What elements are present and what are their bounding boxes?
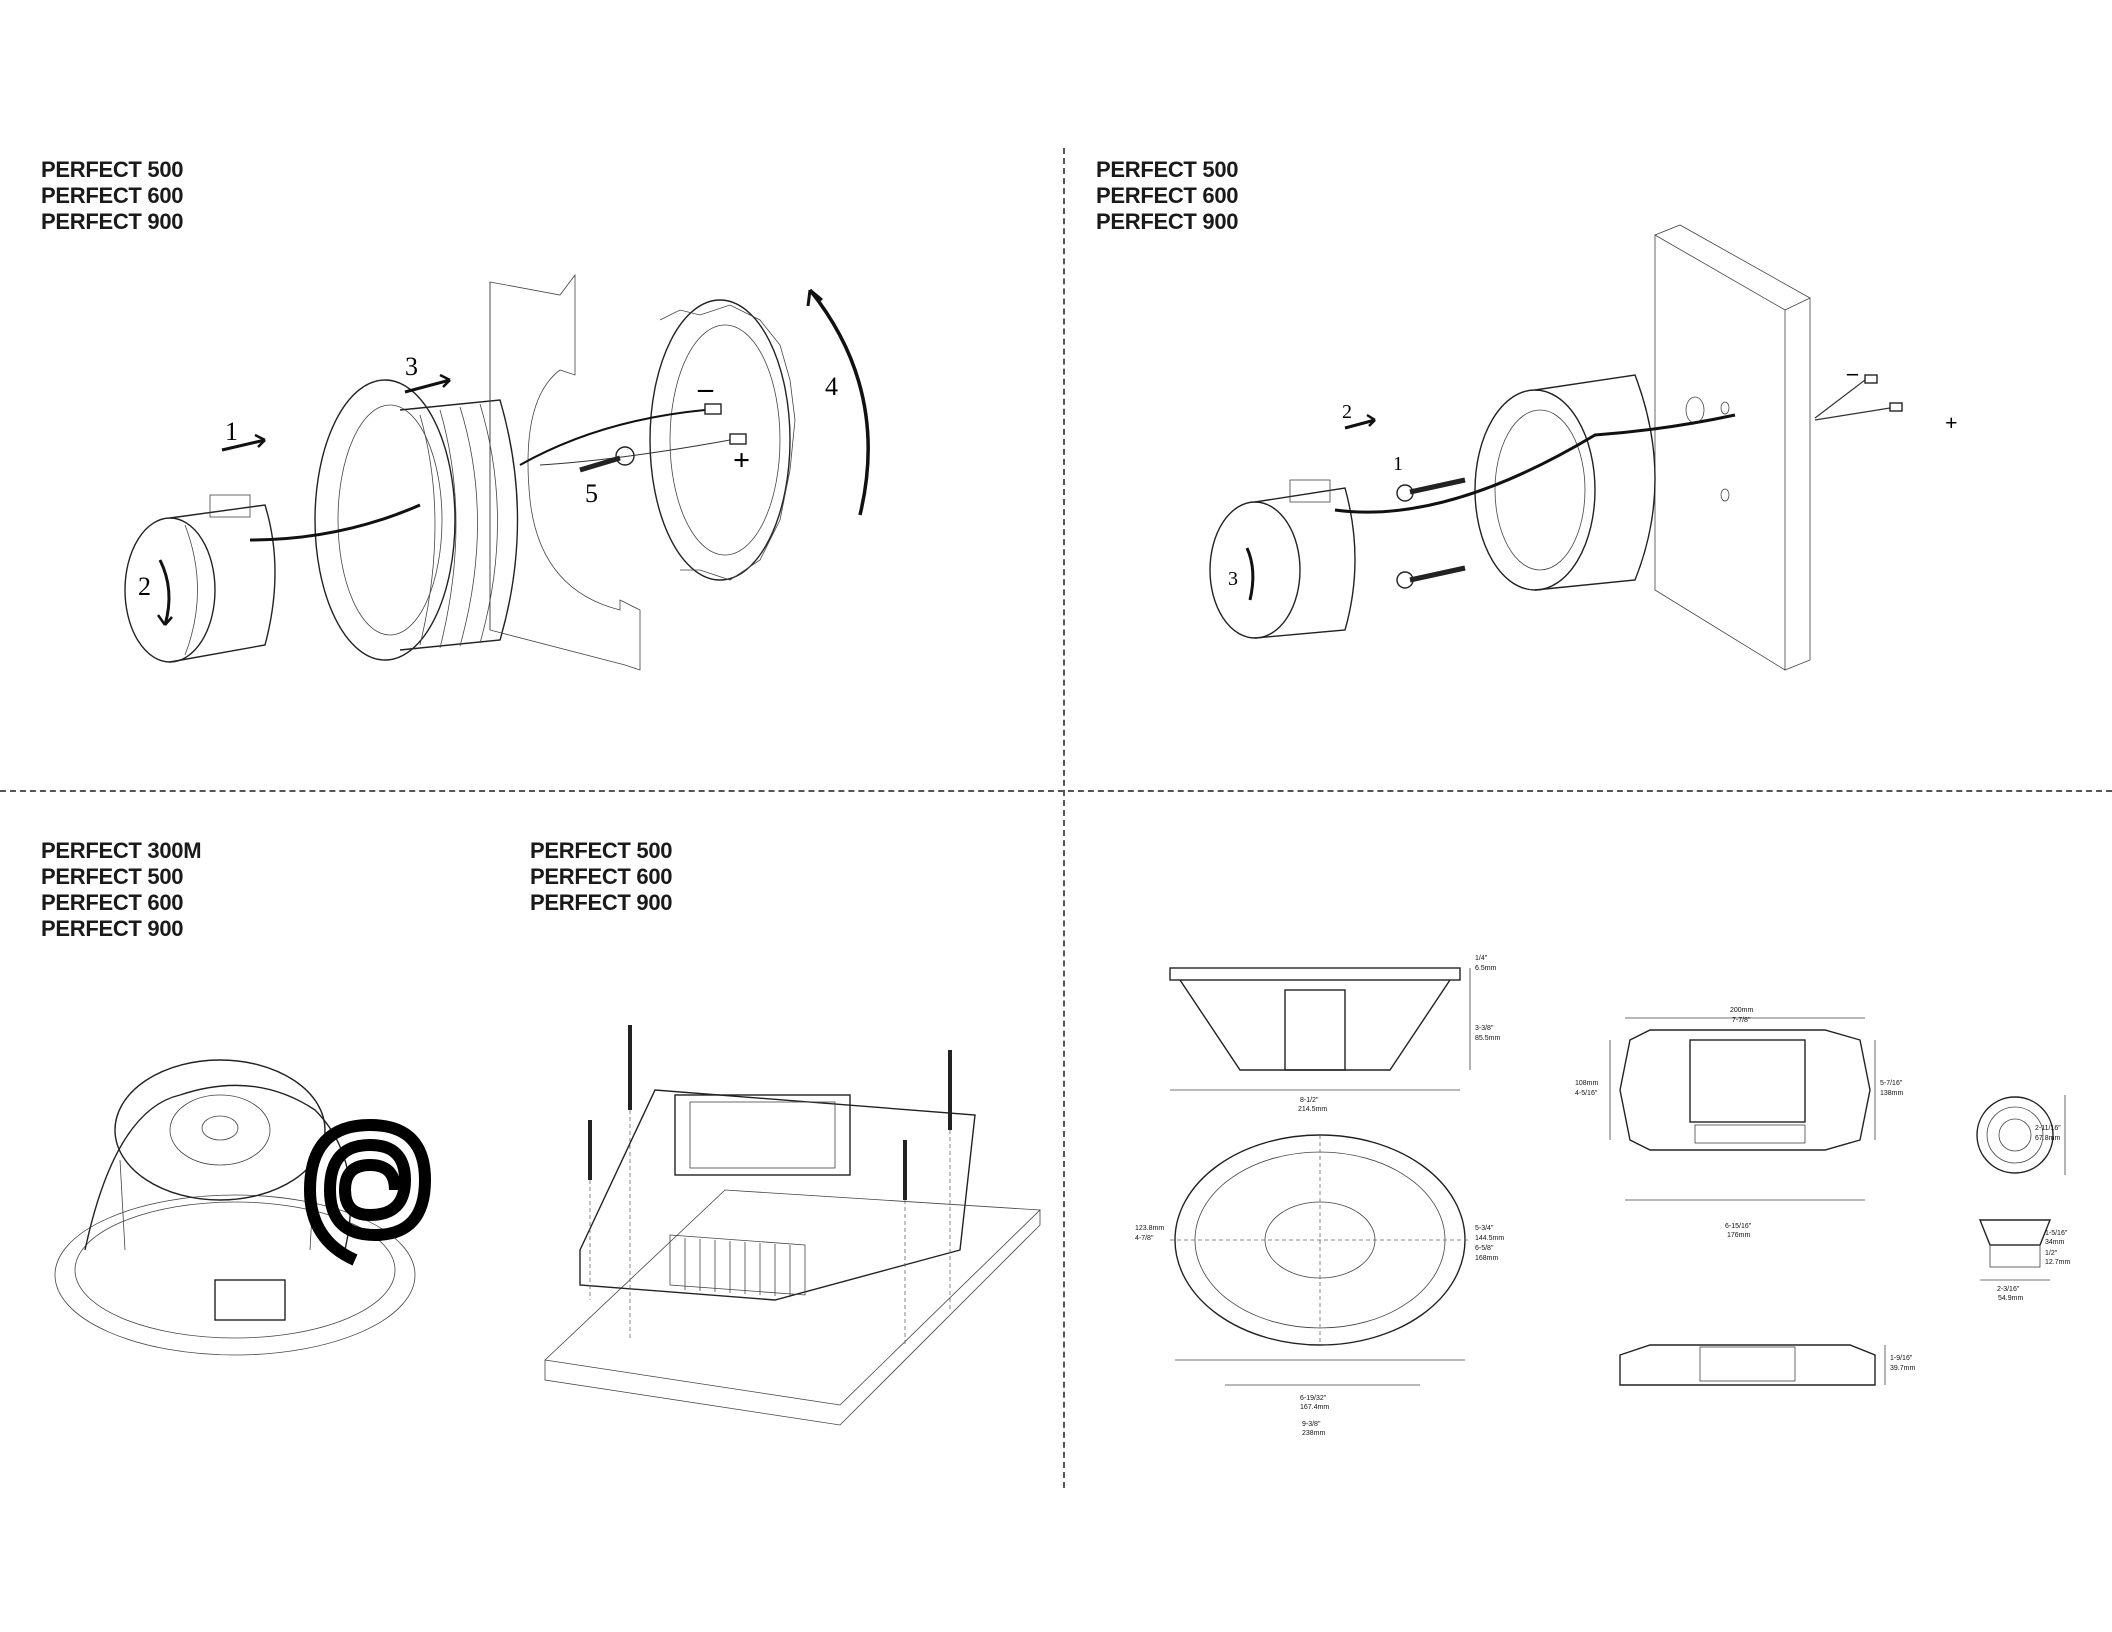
dimension-label: 8-1/2" <box>1300 1097 1319 1104</box>
speaker-side-view <box>1169 967 1471 1091</box>
dimension-label: 1/4" <box>1475 955 1488 962</box>
dimension-label: 123.8mm <box>1135 1225 1164 1232</box>
vertical-divider <box>1063 148 1065 1488</box>
model-name: PERFECT 900 <box>1096 209 1239 234</box>
step-number: 1 <box>1393 453 1403 475</box>
dimension-label: 6-15/16" <box>1725 1223 1752 1230</box>
model-list-top-left: PERFECT 500 PERFECT 600 PERFECT 900 <box>41 157 184 235</box>
dimension-label: 176mm <box>1727 1232 1751 1239</box>
negative-terminal-label: – <box>1846 360 1859 385</box>
spiral-icon <box>303 1118 432 1266</box>
model-name: PERFECT 500 <box>41 157 184 182</box>
step-number: 5 <box>585 479 598 508</box>
dimension-label: 54.9mm <box>1998 1295 2023 1302</box>
model-name: PERFECT 900 <box>41 916 184 941</box>
dimension-label: 7-7/8" <box>1732 1017 1751 1024</box>
surface-mount-diagram: 1 2 3 – + <box>1209 224 1958 671</box>
dimension-label: 3-3/8" <box>1475 1025 1494 1032</box>
model-name: PERFECT 500 <box>1096 157 1239 182</box>
model-name: PERFECT 900 <box>41 209 184 234</box>
model-name: PERFECT 500 <box>41 864 184 889</box>
speaker-mounting-diagram <box>54 1059 432 1356</box>
screw-illustration <box>579 446 635 473</box>
model-name: PERFECT 600 <box>530 864 673 889</box>
model-name: PERFECT 500 <box>530 838 673 863</box>
threaded-sleeve-illustration <box>314 379 519 661</box>
flush-mount-diagram: 1 2 3 4 5 – + <box>124 273 870 671</box>
dimension-label: 138mm <box>1880 1090 1904 1097</box>
dimension-label: 1/2" <box>2045 1250 2058 1257</box>
dimension-label: 39.7mm <box>1890 1365 1915 1372</box>
dimension-label: 6-5/8" <box>1475 1245 1494 1252</box>
dimension-label: 214.5mm <box>1298 1106 1327 1113</box>
screw-illustration <box>1396 565 1466 589</box>
positive-terminal-label: + <box>733 444 750 477</box>
step-number: 3 <box>405 352 418 381</box>
model-list-top-right: PERFECT 500 PERFECT 600 PERFECT 900 <box>1096 157 1239 235</box>
model-name: PERFECT 600 <box>1096 183 1239 208</box>
dimension-label: 2-3/16" <box>1997 1286 2020 1293</box>
negative-terminal-label: – <box>697 372 714 405</box>
lock-ring-illustration <box>649 299 796 581</box>
tweeter-illustration <box>124 494 276 663</box>
dimension-label: 1-5/16" <box>2045 1230 2068 1237</box>
model-name: PERFECT 900 <box>530 890 673 915</box>
dimension-label: 2-11/16" <box>2035 1125 2061 1132</box>
dimension-label: 9-3/8" <box>1302 1421 1321 1428</box>
crossover-side-view <box>1619 1344 1886 1386</box>
step-number: 4 <box>825 372 838 401</box>
step-number: 3 <box>1228 568 1238 590</box>
dimension-label: 5-3/4" <box>1475 1225 1494 1232</box>
dimension-label: 6-19/32" <box>1300 1395 1327 1402</box>
mounting-wall-illustration <box>1654 224 1811 671</box>
dimension-label: 6.5mm <box>1475 965 1497 972</box>
speaker-front-view <box>1170 1134 1470 1386</box>
dimension-label: 67.8mm <box>2035 1135 2060 1142</box>
dimension-label: 200mm <box>1730 1007 1754 1014</box>
tweeter-illustration <box>1209 479 1356 639</box>
tweeter-front-view <box>1976 1095 2066 1175</box>
model-name: PERFECT 600 <box>41 183 184 208</box>
step-number: 2 <box>1342 401 1352 423</box>
tweeter-side-view <box>1978 1219 2052 1281</box>
dimension-label: 1-9/16" <box>1890 1355 1913 1362</box>
dimension-label: 4-7/8" <box>1135 1235 1154 1242</box>
dimension-label: 144.5mm <box>1475 1235 1504 1242</box>
step-number: 2 <box>138 572 151 601</box>
model-name: PERFECT 300M <box>41 838 202 863</box>
speaker-illustration <box>54 1059 416 1356</box>
crossover-top-view <box>1609 1017 1876 1201</box>
dimension-label: 4-5/16" <box>1575 1090 1598 1097</box>
dimension-label: 108mm <box>1575 1080 1599 1087</box>
mounting-panel-illustration <box>489 273 641 671</box>
screw-illustration <box>1396 477 1466 502</box>
model-list-speaker: PERFECT 300M PERFECT 500 PERFECT 600 PER… <box>41 838 202 942</box>
mounting-board-illustration <box>544 1189 1041 1426</box>
dimension-label: 168mm <box>1475 1255 1499 1262</box>
dimension-label: 167.4mm <box>1300 1404 1329 1411</box>
horizontal-divider <box>0 790 2112 792</box>
step-number: 1 <box>225 417 238 446</box>
positive-terminal-label: + <box>1945 410 1958 435</box>
model-name: PERFECT 600 <box>41 890 184 915</box>
surface-cup-illustration <box>1474 374 1656 591</box>
dimension-label: 85.5mm <box>1475 1035 1500 1042</box>
dimension-label: 5-7/16" <box>1880 1080 1903 1087</box>
crossover-illustration <box>579 1089 976 1301</box>
dimension-drawings: 1/4" 6.5mm 3-3/8" 85.5mm 8-1/2" 214.5mm … <box>1135 955 2070 1437</box>
crossover-mounting-diagram <box>544 1025 1041 1426</box>
dimension-label: 34mm <box>2045 1239 2065 1246</box>
dimension-label: 12.7mm <box>2045 1259 2070 1266</box>
model-list-crossover: PERFECT 500 PERFECT 600 PERFECT 900 <box>530 838 673 916</box>
dimension-label: 238mm <box>1302 1430 1326 1437</box>
